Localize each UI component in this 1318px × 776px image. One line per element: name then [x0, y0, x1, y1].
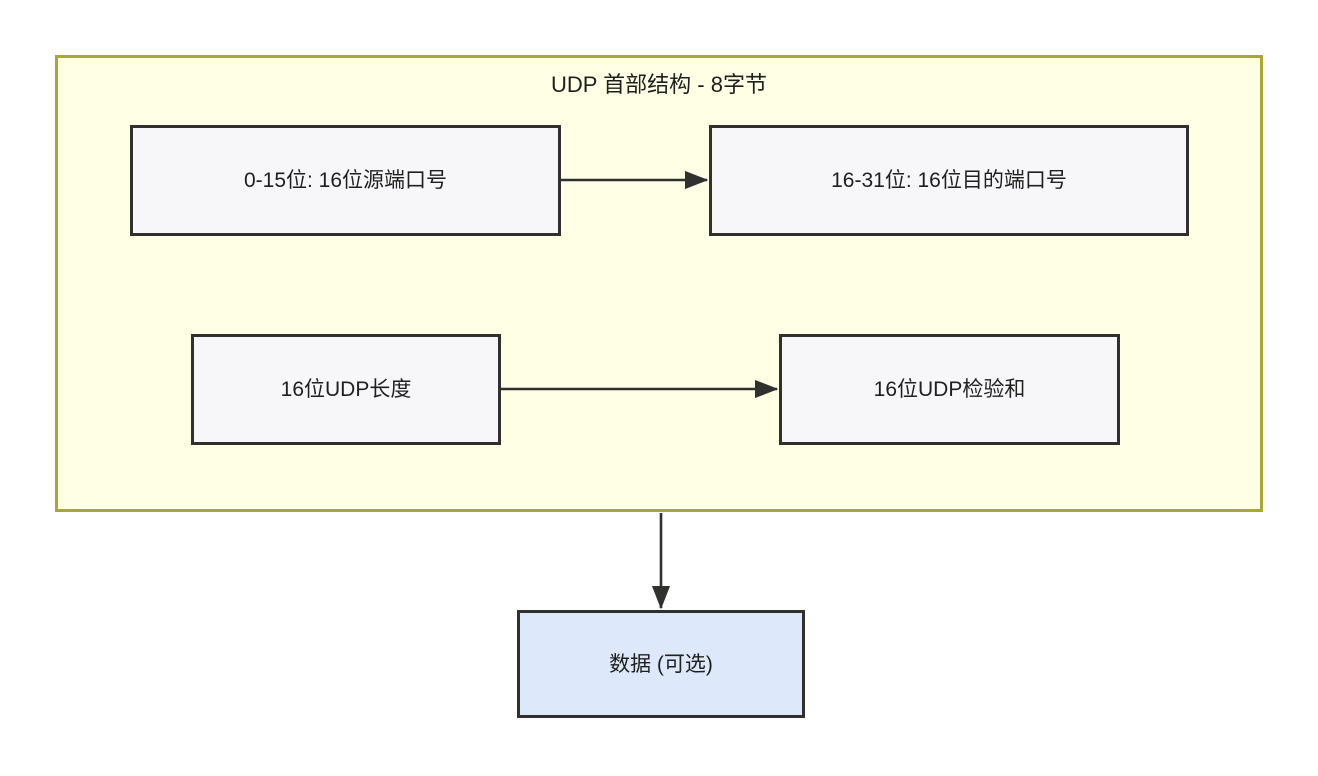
- node-destination-port[interactable]: 16-31位: 16位目的端口号: [709, 125, 1189, 236]
- node-source-port[interactable]: 0-15位: 16位源端口号: [130, 125, 561, 236]
- node-udp-length[interactable]: 16位UDP长度: [191, 334, 501, 445]
- node-udp-length-label: 16位UDP长度: [280, 378, 412, 401]
- node-destination-port-label: 16-31位: 16位目的端口号: [831, 169, 1067, 192]
- node-data-payload[interactable]: 数据 (可选): [517, 610, 805, 718]
- group-title: UDP 首部结构 - 8字节: [551, 72, 767, 97]
- node-udp-checksum[interactable]: 16位UDP检验和: [779, 334, 1120, 445]
- node-source-port-label: 0-15位: 16位源端口号: [243, 169, 448, 192]
- node-data-payload-label: 数据 (可选): [609, 652, 713, 676]
- node-udp-checksum-label: 16位UDP检验和: [873, 378, 1026, 401]
